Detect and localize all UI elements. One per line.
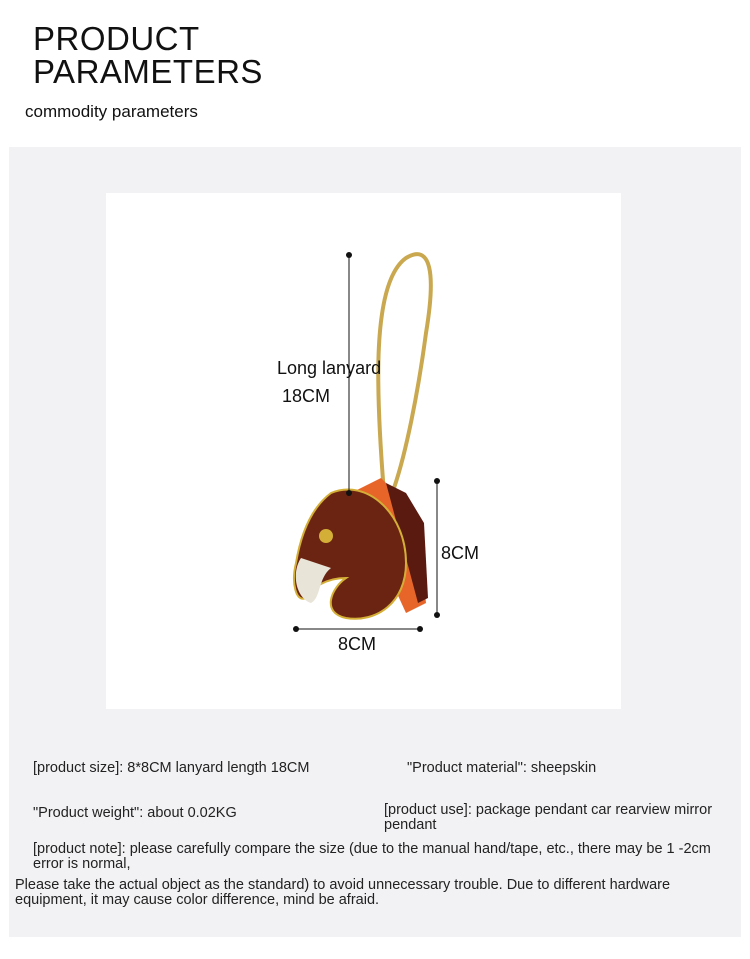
lanyard-label: Long lanyard [277,358,382,378]
lanyard-length: 18CM [282,386,331,406]
height-label: 8CM [441,543,480,563]
param-note-continued: Please take the actual object as the sta… [15,877,671,908]
horse-head [293,488,408,620]
param-material: "Product material": sheepskin [407,760,597,776]
subtitle: commodity parameters [25,102,198,121]
width-label: 8CM [338,634,377,654]
param-size: [product size]: 8*8CM lanyard length 18C… [33,760,310,776]
horse-pendant-illustration [293,252,440,632]
title-line-1: PRODUCT [33,20,200,57]
lanyard-strap [376,252,433,494]
title-line-2: PARAMETERS [33,53,263,90]
horse-eye [319,529,333,543]
product-photo [106,193,621,709]
param-use: [product use]: package pendant car rearv… [384,802,713,833]
param-note: [product note]: please carefully compare… [33,841,711,872]
param-weight: "Product weight": about 0.02KG [33,805,237,821]
horse-muzzle [295,558,331,603]
